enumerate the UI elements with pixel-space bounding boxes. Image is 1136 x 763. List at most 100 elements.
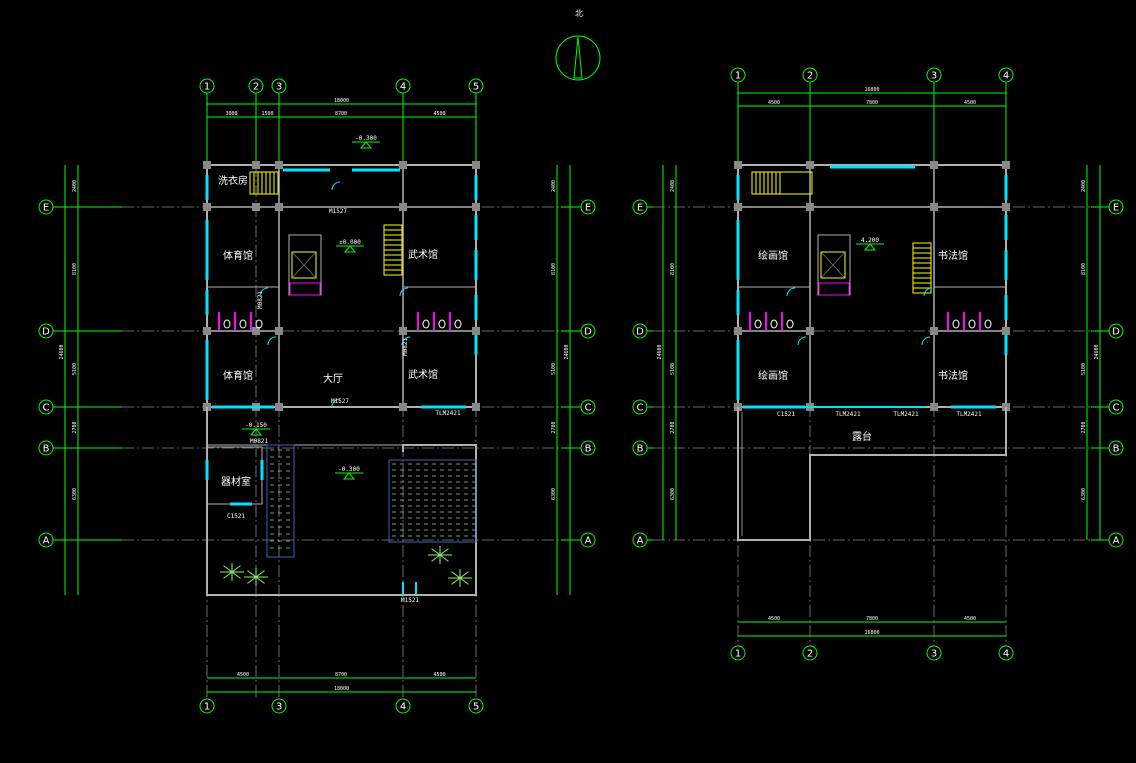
dimension-value-right: 2400 [551,180,557,192]
column [1002,161,1010,169]
opening-code: C1521 [227,513,245,520]
column [203,327,211,335]
axis-label: B [585,444,592,455]
dimension-value-left: 2400 [670,180,676,192]
dimension-value-left: 2400 [72,180,78,192]
dimension-total-left: 24600 [657,344,663,359]
elevator-cross [291,251,317,279]
axis-bubble-circle [38,440,54,456]
elevation-mark: ±0.000 [339,239,361,246]
axis-bubble: A [632,532,648,548]
axis-bubble-circle [580,199,596,215]
plant-icon [439,554,449,562]
toilet-icon [239,319,247,329]
room-label: 武术馆 [408,248,438,261]
axis-bubble-circle [38,323,54,339]
room-label: 大厅 [323,372,343,385]
axis-bubble: 2 [802,645,818,661]
toilet-icon [223,319,231,329]
axis-bubble: 3 [271,78,287,94]
dimension-value-bottom: 4500 [964,616,976,622]
plant-icon [459,577,469,585]
dimension-value-right: 5100 [1081,363,1087,375]
axis-bubble: A [38,532,54,548]
column [275,203,283,211]
plant-icon [223,565,233,573]
north-arrow-pointer-icon [573,36,583,79]
door-swing-icon [267,336,277,346]
room-label: 绘画馆 [758,249,788,262]
axis-bubble-circle [1108,399,1124,415]
dimension-value-right: 2700 [551,421,557,433]
opening-code: M1527 [329,208,347,215]
axis-label: 4 [400,82,406,93]
column [734,161,742,169]
elevation-mark: -0.300 [355,135,377,142]
toilet-icon [454,319,462,329]
elevation-mark: -0.150 [245,422,267,429]
axis-label: 4 [1003,71,1009,82]
toilet-icon [952,319,960,329]
dimension-value-right: 2700 [1081,421,1087,433]
axis-bubble: 2 [248,78,264,94]
axis-label: 2 [807,649,813,660]
column [472,327,480,335]
column [399,161,407,169]
dimension-value-left: 8100 [670,263,676,275]
axis-bubble-circle [248,78,264,94]
toilet-icon [754,319,762,329]
paving-area [388,459,477,543]
axis-label: 1 [735,649,741,660]
elevation-triangle-icon [342,472,356,480]
axis-label: 5 [473,702,479,713]
axis-bubble: B [38,440,54,456]
axis-label: 2 [253,82,259,93]
terrace-edge [737,407,1007,541]
axis-bubble: E [632,199,648,215]
dimension-value-left: 5100 [72,363,78,375]
door-swing-icon [259,287,269,297]
axis-bubble-circle [802,645,818,661]
column [275,403,283,411]
axis-label: D [42,327,50,338]
north-label: 北 [575,9,583,18]
plant-icon [223,571,233,579]
column [252,327,260,335]
axis-label: D [1112,327,1120,338]
courtyard-wall [206,407,477,596]
sink-counter [289,282,321,296]
column [472,161,480,169]
axis-bubble: C [580,399,596,415]
axis-bubble-circle [926,645,942,661]
axis-label: 3 [931,71,937,82]
axis-label: C [637,403,644,414]
plant-icon [431,554,441,562]
axis-label: B [1113,444,1120,455]
column [472,403,480,411]
dimension-value-bottom: 7800 [866,616,878,622]
room-label: 洗衣房 [218,174,248,187]
axis-bubble-circle [632,440,648,456]
toilet-icon [255,319,263,329]
plant-icon [247,576,257,584]
axis-bubble-circle [271,698,287,714]
dimension-value-top: 7800 [866,100,878,106]
dimension-value-right: 2400 [1081,180,1087,192]
axis-bubble-circle [468,698,484,714]
column [734,203,742,211]
column [252,203,260,211]
dimension-total-left: 24600 [59,344,65,359]
plant-icon [231,565,241,573]
room-label: 体育馆 [223,249,253,262]
axis-bubble-circle [1108,199,1124,215]
axis-label: 1 [204,702,210,713]
column [806,327,814,335]
door-swing-icon [401,336,411,346]
paving-strip [266,444,295,558]
axis-bubble: C [632,399,648,415]
axis-bubble: 4 [998,67,1014,83]
column [930,327,938,335]
column [1002,203,1010,211]
